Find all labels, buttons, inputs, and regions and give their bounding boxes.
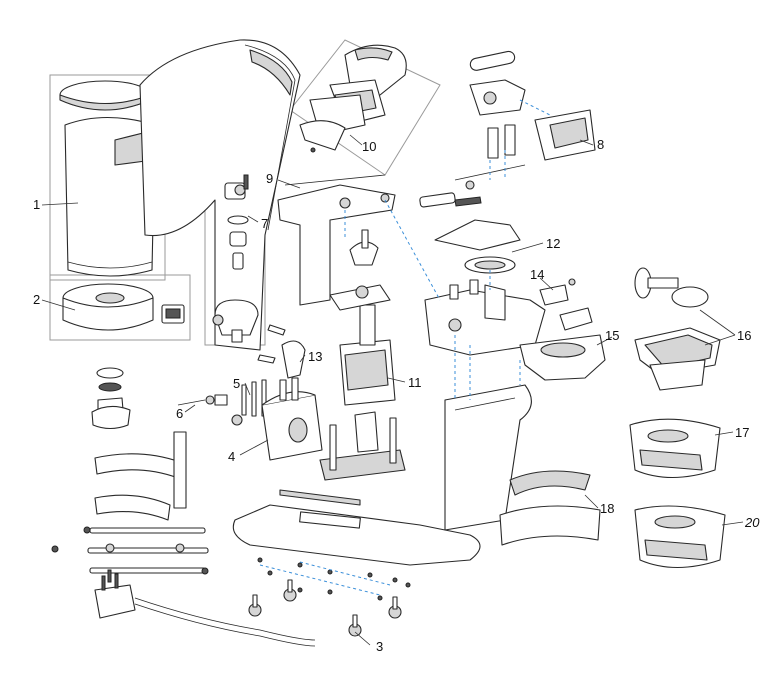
seal-stack [91,367,131,430]
pins-5 [241,379,267,417]
fittings-13 [257,324,306,379]
valve-6 [177,394,243,426]
callout-20: 20 [744,515,760,530]
callout-12: 12 [546,236,560,251]
brackets-14 [539,278,593,331]
group-box-10 [289,39,441,176]
base-plate [232,489,481,566]
top-cover-assembly-10 [299,44,407,153]
callout-11: 11 [408,375,422,390]
valve-block-8 [469,50,596,161]
callout-7: 7 [261,216,268,231]
callout-13: 13 [308,349,322,364]
callout-15: 15 [605,328,619,343]
callout-2: 2 [33,292,40,307]
callout-17: 17 [735,425,749,440]
drip-base [62,283,185,331]
callout-4: 4 [228,449,235,464]
capsule-holder-20 [634,505,726,569]
drip-tray-18 [499,470,601,546]
main-housing [139,39,301,351]
callout-10: 10 [362,139,376,154]
callout-8: 8 [597,137,604,152]
valve-group-7 [212,174,259,343]
cup-support-16 [634,267,721,391]
leader-lines [41,134,744,646]
callout-1: 1 [33,197,40,212]
callout-14: 14 [530,267,544,282]
frame-9 [277,174,396,306]
boiler-4 [261,377,323,461]
outlet-15 [519,334,606,381]
power-cord [94,569,316,647]
front-panel [444,384,532,531]
rods [51,526,209,575]
feet-screws [248,557,411,637]
pump-11 [319,229,406,481]
lever-assembly-12 [419,164,526,274]
callout-9: 9 [266,171,273,186]
callout-6: 6 [176,406,183,421]
hoses [94,431,187,521]
callout-16: 16 [737,328,751,343]
chassis-right [424,279,546,356]
callout-18: 18 [600,501,614,516]
callout-5: 5 [233,376,240,391]
callout-labels: 1 2 3 4 5 6 7 8 9 10 11 12 13 14 15 16 1… [33,137,760,654]
assembly-guide-lines [259,99,551,596]
capsule-holder-17 [629,418,721,479]
callout-3: 3 [376,639,383,654]
